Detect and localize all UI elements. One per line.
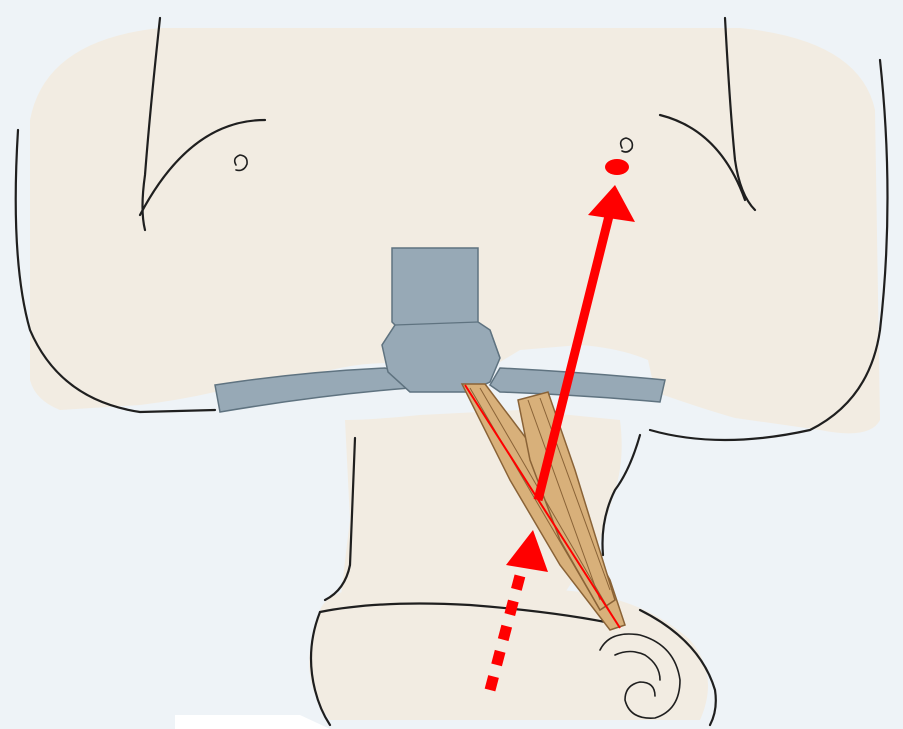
target-point xyxy=(605,159,629,175)
